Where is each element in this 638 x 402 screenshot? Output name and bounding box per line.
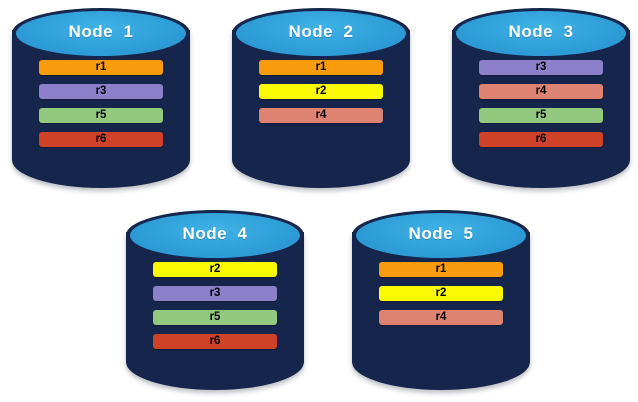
record-bar-r6[interactable]: r6 [39, 132, 163, 147]
cylinder-top-disc [356, 213, 526, 258]
database-cylinder-node-3[interactable]: Node 3 r3 r4 r5 r6 [452, 8, 630, 188]
record-bar-r4[interactable]: r4 [259, 108, 383, 123]
cylinder-top-disc [130, 213, 300, 258]
record-bar-r5[interactable]: r5 [479, 108, 603, 123]
record-bar-r5[interactable]: r5 [153, 310, 277, 325]
record-bar-r5[interactable]: r5 [39, 108, 163, 123]
record-bar-r6[interactable]: r6 [153, 334, 277, 349]
cylinder-top-disc [16, 11, 186, 56]
node-title-label: Node 1 [68, 22, 134, 41]
cylinder-top-disc [236, 11, 406, 56]
record-bar-r4[interactable]: r4 [479, 84, 603, 99]
record-bar-r1[interactable]: r1 [379, 262, 503, 277]
node-title-label: Node 2 [288, 22, 354, 41]
record-bar-r3[interactable]: r3 [153, 286, 277, 301]
node-title-label: Node 4 [182, 224, 248, 243]
record-bar-r6[interactable]: r6 [479, 132, 603, 147]
record-bar-r4[interactable]: r4 [379, 310, 503, 325]
record-bar-r2[interactable]: r2 [379, 286, 503, 301]
record-list: r1 r2 r4 [379, 262, 503, 334]
record-bar-r2[interactable]: r2 [153, 262, 277, 277]
record-list: r1 r2 r4 [259, 60, 383, 132]
record-bar-r1[interactable]: r1 [39, 60, 163, 75]
node-title-label: Node 3 [508, 22, 574, 41]
database-cylinder-node-2[interactable]: Node 2 r1 r2 r4 [232, 8, 410, 188]
record-list: r2 r3 r5 r6 [153, 262, 277, 358]
database-cylinder-node-1[interactable]: Node 1 r1 r3 r5 r6 [12, 8, 190, 188]
record-list: r3 r4 r5 r6 [479, 60, 603, 156]
record-bar-r2[interactable]: r2 [259, 84, 383, 99]
database-cylinder-node-4[interactable]: Node 4 r2 r3 r5 r6 [126, 210, 304, 390]
record-bar-r1[interactable]: r1 [259, 60, 383, 75]
record-bar-r3[interactable]: r3 [39, 84, 163, 99]
node-title-label: Node 5 [408, 224, 474, 243]
cylinder-top-disc [456, 11, 626, 56]
record-list: r1 r3 r5 r6 [39, 60, 163, 156]
record-bar-r3[interactable]: r3 [479, 60, 603, 75]
database-cylinder-node-5[interactable]: Node 5 r1 r2 r4 [352, 210, 530, 390]
